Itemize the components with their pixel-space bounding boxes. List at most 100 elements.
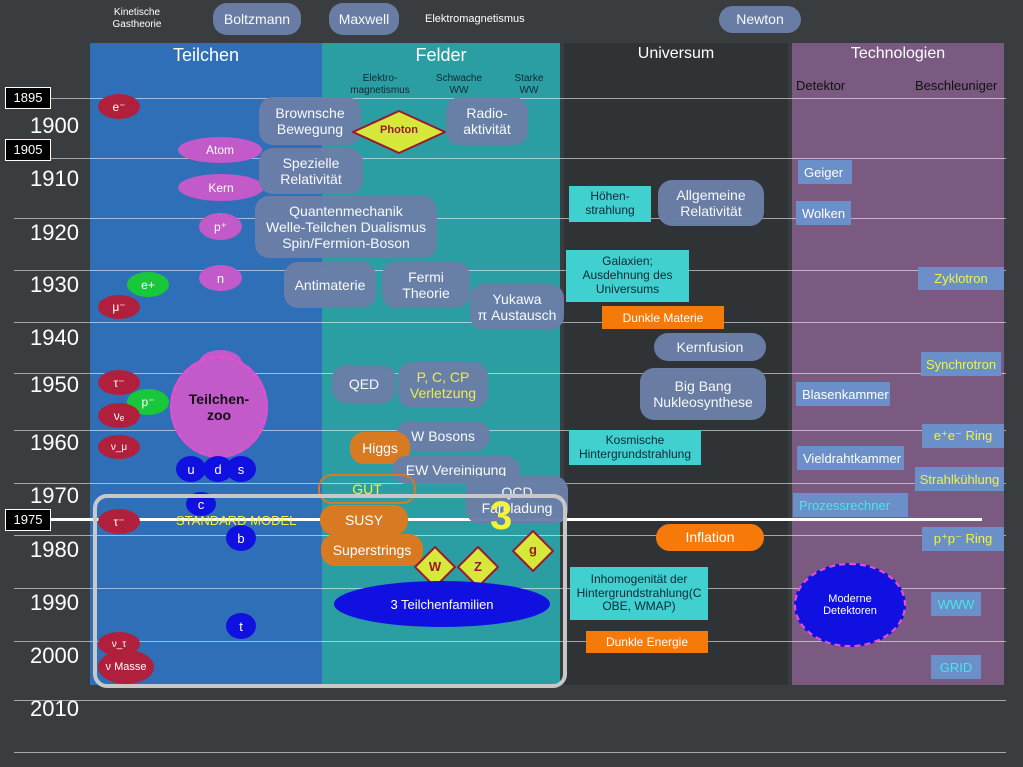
hoehenstrahlung: Höhen- strahlung [569, 186, 651, 222]
boltzmann-pill: Boltzmann [213, 3, 301, 35]
antimaterie: Antimaterie [284, 262, 376, 308]
marker-1895: 1895 [5, 87, 51, 109]
particle-p-plus: p⁺ [199, 213, 242, 240]
year-2010: 2010 [30, 696, 79, 721]
felder-header: Felder [415, 45, 467, 65]
gut: GUT [318, 474, 416, 504]
w-label: W [428, 559, 442, 574]
particle-n: n [199, 265, 242, 291]
particle-tau-2: τ⁻ [98, 509, 140, 534]
wolken: Wolken [796, 201, 851, 225]
photon-label: Photon [380, 124, 418, 136]
susy: SUSY [320, 505, 408, 535]
year-2000: 2000 [30, 643, 79, 668]
particle-atom: Atom [178, 137, 262, 163]
line-1930 [14, 270, 1006, 271]
standard-model-frame [93, 494, 567, 688]
z-label: Z [474, 559, 482, 574]
subhead-beschleuniger: Beschleuniger [915, 78, 998, 93]
line-1950 [14, 373, 1006, 374]
subhead-starke: Starke WW [514, 73, 544, 96]
particle-tau-minus: τ⁻ [98, 370, 140, 395]
subhead-schwache: Schwache WW [435, 73, 483, 96]
radioaktivitaet: Radio- aktivität [446, 97, 528, 145]
particle-mu-minus: μ⁻ [98, 295, 140, 319]
spezielle-relativitaet: Spezielle Relativität [259, 148, 363, 194]
dunkle-materie: Dunkle Materie [602, 306, 724, 329]
inflation: Inflation [656, 524, 764, 551]
marker-1905: 1905 [5, 139, 51, 161]
big-bang: Big Bang Nukleosynthese [640, 368, 766, 420]
yukawa: Yukawa π Austausch [470, 284, 564, 330]
year-1910: 1910 [30, 166, 79, 191]
universum-header: Universum [637, 45, 715, 62]
blasenkammer: Blasenkammer [796, 382, 890, 406]
year-1970: 1970 [30, 483, 79, 508]
w-diamond: W [413, 545, 457, 589]
ee-ring: e⁺e⁻ Ring [922, 424, 1004, 448]
line-1980 [14, 535, 1006, 536]
allgemeine-relativitaet: Allgemeine Relativität [658, 180, 764, 226]
geiger: Geiger [798, 160, 852, 184]
quantenmechanik: Quantenmechanik Welle-Teilchen Dualismus… [255, 196, 437, 258]
line-2000 [14, 641, 1006, 642]
three-label: 3 [490, 494, 513, 538]
dunkle-energie: Dunkle Energie [586, 631, 708, 653]
zyklotron: Zyklotron [918, 267, 1004, 290]
particle-nu-e: νₑ [98, 403, 140, 428]
kosmische-hintergrundstrahlung: Kosmische Hintergrundstrahlung [569, 430, 701, 465]
line-1920 [14, 218, 1006, 219]
vieldrahtkammer: Vieldrahtkammer [797, 446, 904, 470]
kinetic-label: Kinetische Gastheorie [112, 7, 162, 30]
newton-pill: Newton [719, 6, 801, 33]
inhomogenitaet: Inhomogenität der Hintergrundstrahlung(C… [570, 567, 708, 620]
teilchenzoo: Teilchen- zoo [170, 356, 268, 458]
particle-kern: Kern [178, 174, 264, 201]
maxwell-pill: Maxwell [329, 3, 399, 35]
pp-ring: p⁺p⁻ Ring [922, 527, 1004, 551]
year-1900: 1900 [30, 113, 79, 138]
quark-b: b [226, 525, 256, 551]
line-2020 [14, 752, 1006, 753]
year-1940: 1940 [30, 325, 79, 350]
year-1950: 1950 [30, 372, 79, 397]
line-1910 [14, 158, 1006, 159]
particle-e-plus: e+ [127, 272, 169, 297]
quark-s: s [226, 456, 256, 482]
superstrings: Superstrings [321, 534, 423, 566]
year-1990: 1990 [30, 590, 79, 615]
marker-1975: 1975 [5, 509, 51, 531]
quark-t: t [226, 613, 256, 639]
line-1960 [14, 430, 1006, 431]
qcd-farbladung: QCD Farbladung [466, 476, 568, 524]
qed: QED [332, 365, 396, 403]
w-bosons: W Bosons [396, 421, 490, 451]
year-1980: 1980 [30, 537, 79, 562]
kernfusion: Kernfusion [654, 333, 766, 361]
moderne-detektoren: Moderne Detektoren [794, 563, 906, 647]
standard-model-label: STANDARD MODEL [176, 513, 297, 528]
teilchen-header: Teilchen [172, 45, 240, 65]
year-1930: 1930 [30, 272, 79, 297]
particle-e-minus: e⁻ [98, 94, 140, 119]
particle-nu-mu: ν_μ [98, 435, 140, 459]
year-1920: 1920 [30, 220, 79, 245]
year-1960: 1960 [30, 430, 79, 455]
g-diamond-shape [511, 529, 555, 573]
synchrotron: Synchrotron [921, 352, 1001, 376]
prozessrechner: Prozessrechner [793, 493, 908, 517]
galaxien: Galaxien; Ausdehnung des Universums [566, 250, 689, 302]
fermi-theorie: Fermi Theorie [382, 262, 470, 308]
elektromagnetismus-label: Elektromagnetismus [425, 13, 525, 25]
drei-teilchenfamilien: 3 Teilchenfamilien [334, 581, 550, 627]
grid: GRID [931, 655, 981, 679]
photon-diamond-shape [350, 109, 448, 155]
subhead-detektor: Detektor [796, 78, 846, 93]
particle-nu-masse: ν Masse [98, 650, 154, 684]
photon-diamond: Photon [350, 109, 448, 155]
technologien-header: Technologien [850, 45, 946, 62]
subhead-elektro: Elektro- magnetismus [350, 73, 410, 96]
g-diamond: g [511, 529, 555, 573]
line-2010 [14, 700, 1006, 701]
www: WWW [931, 592, 981, 616]
